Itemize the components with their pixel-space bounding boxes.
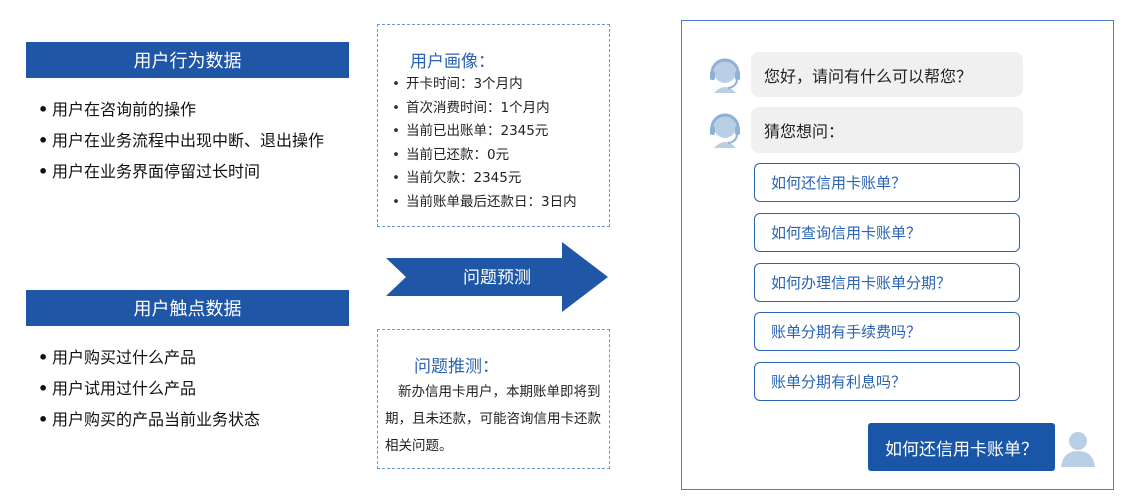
prediction-title: 问题推测： [414, 357, 499, 377]
behavior-data-title: 用户行为数据 [133, 51, 242, 72]
suggestion-label: 账单分期有手续费吗？ [771, 323, 922, 341]
prediction-body: 新办信用卡用户，本期账单即将到期，且未还款，可能咨询信用卡还款相关问题。 [385, 384, 601, 454]
touchpoint-data-title: 用户触点数据 [133, 299, 242, 320]
touchpoint-data-header: 用户触点数据 [26, 290, 349, 326]
suggestion-button[interactable]: 如何查询信用卡账单？ [754, 213, 1020, 252]
user-profile-list: 开卡时间：3个月内 首次消费时间：1个月内 当前已出账单：2345元 当前已还款… [390, 73, 606, 214]
arrow-label: 问题预测 [463, 268, 531, 288]
suggestion-button[interactable]: 如何办理信用卡账单分期？ [754, 263, 1020, 302]
greeting-text: 您好，请问有什么可以帮您？ [764, 66, 973, 86]
profile-item: 开卡时间：3个月内 [390, 73, 606, 97]
user-message-text: 如何还信用卡账单？ [885, 439, 1038, 460]
list-item: 用户试用过什么产品 [38, 373, 338, 404]
prediction-arrow: 问题预测 [386, 242, 608, 312]
list-item: 用户在业务流程中出现中断、退出操作 [38, 125, 338, 156]
suggestion-label: 如何查询信用卡账单？ [771, 224, 922, 242]
suggestion-button[interactable]: 账单分期有手续费吗？ [754, 312, 1020, 351]
profile-item: 首次消费时间：1个月内 [390, 97, 606, 121]
profile-item: 当前账单最后还款日：3日内 [390, 191, 606, 215]
customer-service-agent-icon [710, 113, 740, 148]
user-profile-box: 用户画像： 开卡时间：3个月内 首次消费时间：1个月内 当前已出账单：2345元… [377, 24, 610, 227]
greeting-bubble: 您好，请问有什么可以帮您？ [751, 52, 1023, 97]
profile-item: 当前已出账单：2345元 [390, 120, 606, 144]
suggestion-button[interactable]: 如何还信用卡账单？ [754, 163, 1020, 202]
profile-item: 当前欠款：2345元 [390, 167, 606, 191]
chat-panel [681, 20, 1114, 490]
list-item: 用户在业务界面停留过长时间 [38, 156, 338, 187]
user-profile-title: 用户画像： [410, 52, 495, 72]
user-message-bubble: 如何还信用卡账单？ [868, 423, 1055, 471]
guess-label: 猜您想问： [764, 122, 845, 141]
prediction-box: 问题推测： 新办信用卡用户，本期账单即将到期，且未还款，可能咨询信用卡还款相关问… [377, 329, 610, 469]
suggestion-label: 如何办理信用卡账单分期？ [771, 274, 952, 292]
list-item: 用户在咨询前的操作 [38, 94, 338, 125]
suggestion-label: 如何还信用卡账单？ [771, 174, 907, 192]
profile-item: 当前已还款：0元 [390, 144, 606, 168]
behavior-data-list: 用户在咨询前的操作 用户在业务流程中出现中断、退出操作 用户在业务界面停留过长时… [38, 94, 338, 187]
suggestion-button[interactable]: 账单分期有利息吗？ [754, 362, 1020, 401]
touchpoint-data-list: 用户购买过什么产品 用户试用过什么产品 用户购买的产品当前业务状态 [38, 342, 338, 435]
list-item: 用户购买过什么产品 [38, 342, 338, 373]
user-avatar-icon [1061, 432, 1095, 467]
list-item: 用户购买的产品当前业务状态 [38, 404, 338, 435]
guess-bubble: 猜您想问： [751, 107, 1023, 153]
suggestion-label: 账单分期有利息吗？ [771, 373, 907, 391]
customer-service-agent-icon [710, 58, 740, 93]
behavior-data-header: 用户行为数据 [26, 42, 349, 78]
